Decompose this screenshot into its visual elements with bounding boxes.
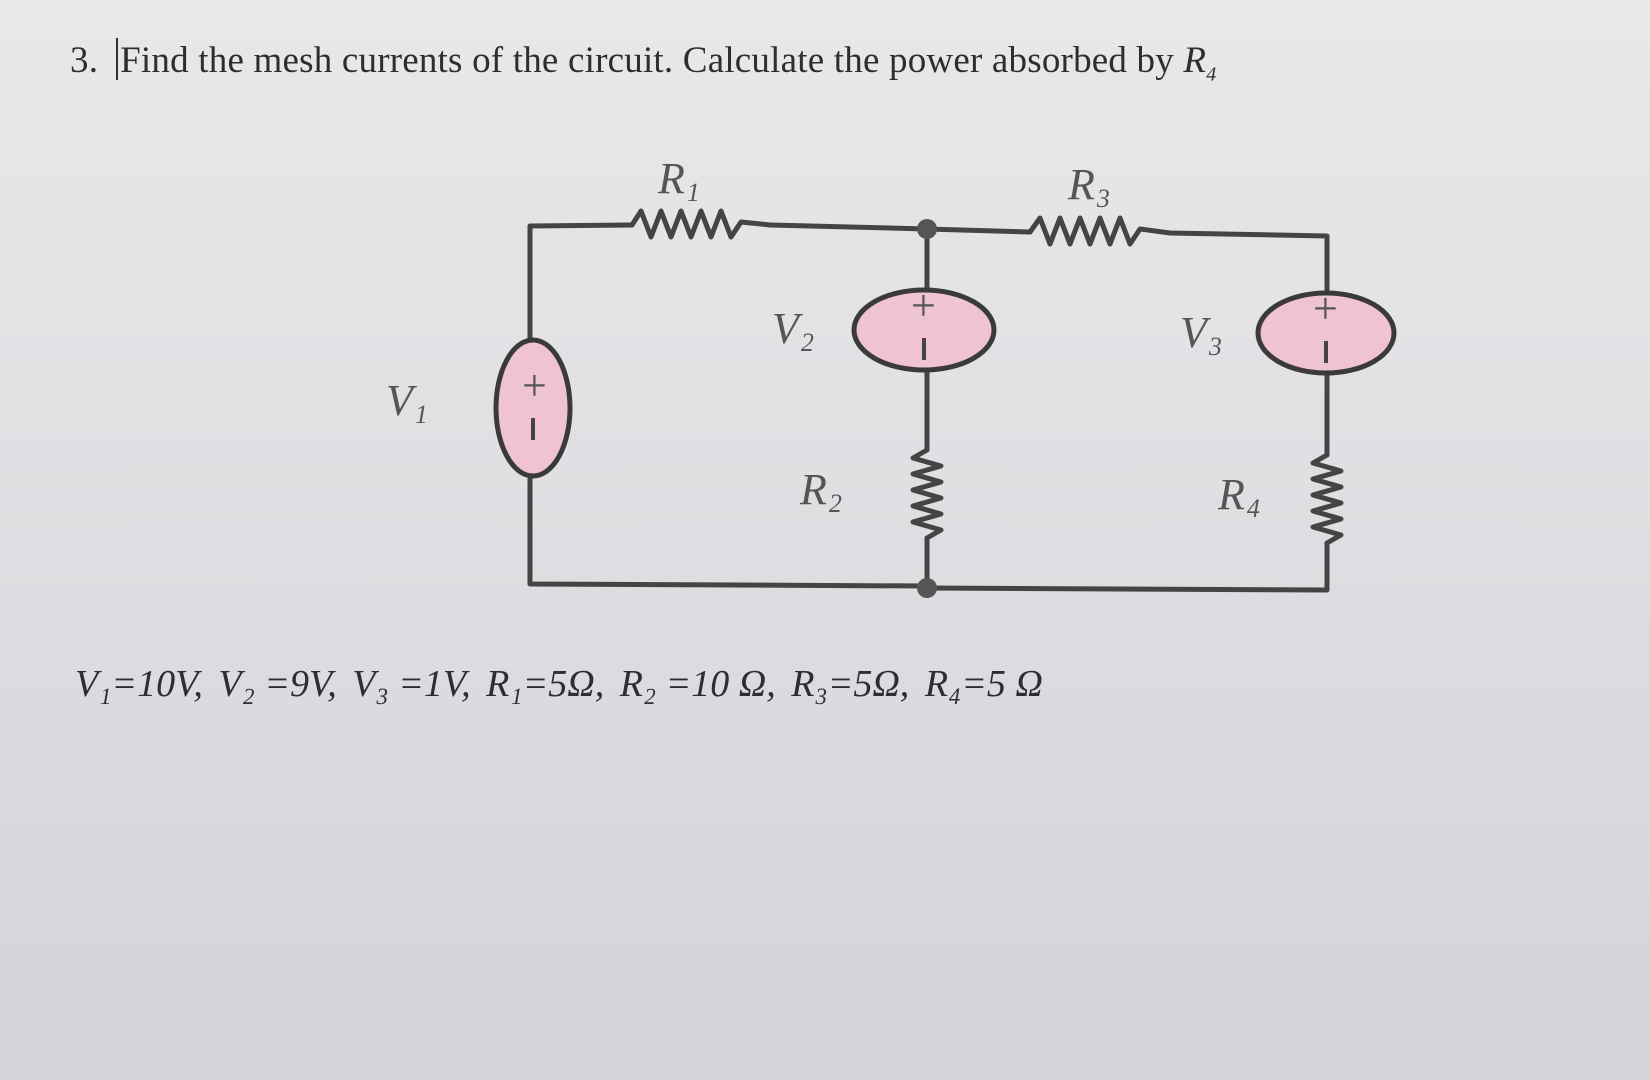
value-v3: V₃ =1V, (352, 663, 471, 705)
label-r1: R1 (657, 154, 700, 207)
value-v1: V₁=10V, (75, 663, 203, 705)
question-target-var: R4 (1183, 40, 1217, 86)
value-r2: R₂ =10 Ω, (619, 663, 776, 705)
resistor-r3-zigzag (1027, 215, 1330, 298)
value-r3: R₃=5Ω, (791, 663, 910, 705)
wire-top-middle (767, 222, 1033, 235)
source-v1: + (493, 337, 573, 479)
label-r4: R4 (1217, 470, 1260, 523)
text-cursor (116, 38, 119, 80)
resistor-r2-zigzag (910, 447, 944, 541)
v2-plus-sign: + (911, 281, 936, 330)
v1-plus-sign: + (522, 361, 547, 410)
question-body: Find the mesh currents of the circuit. C… (120, 40, 1174, 81)
wires (527, 208, 1344, 593)
label-r3: R3 (1067, 160, 1110, 213)
label-v1: V1 (386, 376, 428, 429)
wire-bottom-right (924, 540, 1330, 593)
value-r1: R₁=5Ω, (486, 663, 605, 705)
junction-dot-top (917, 219, 937, 239)
label-r2: R2 (799, 465, 842, 518)
resistor-r4-zigzag (1310, 452, 1344, 546)
component-values: V₁=10V, V₂ =9V, V₃ =1V, R₁=5Ω, R₂ =10 Ω,… (75, 662, 1049, 706)
source-v3: + (1255, 284, 1397, 376)
label-v2: V2 (772, 304, 814, 357)
source-v2: + (851, 281, 997, 373)
label-v3: V3 (1180, 308, 1222, 361)
v3-plus-sign: + (1313, 284, 1338, 333)
junction-dot-bottom (917, 578, 937, 598)
wire-top-left (527, 222, 635, 229)
resistor-r1-zigzag (629, 208, 773, 240)
wire-left-bottom (527, 441, 930, 589)
value-v2: V₂ =9V, (218, 663, 337, 705)
question-text: 3. Find the mesh currents of the circuit.… (70, 38, 1216, 86)
question-number: 3. (70, 40, 99, 81)
value-r4: R₄=5 Ω (924, 663, 1043, 705)
